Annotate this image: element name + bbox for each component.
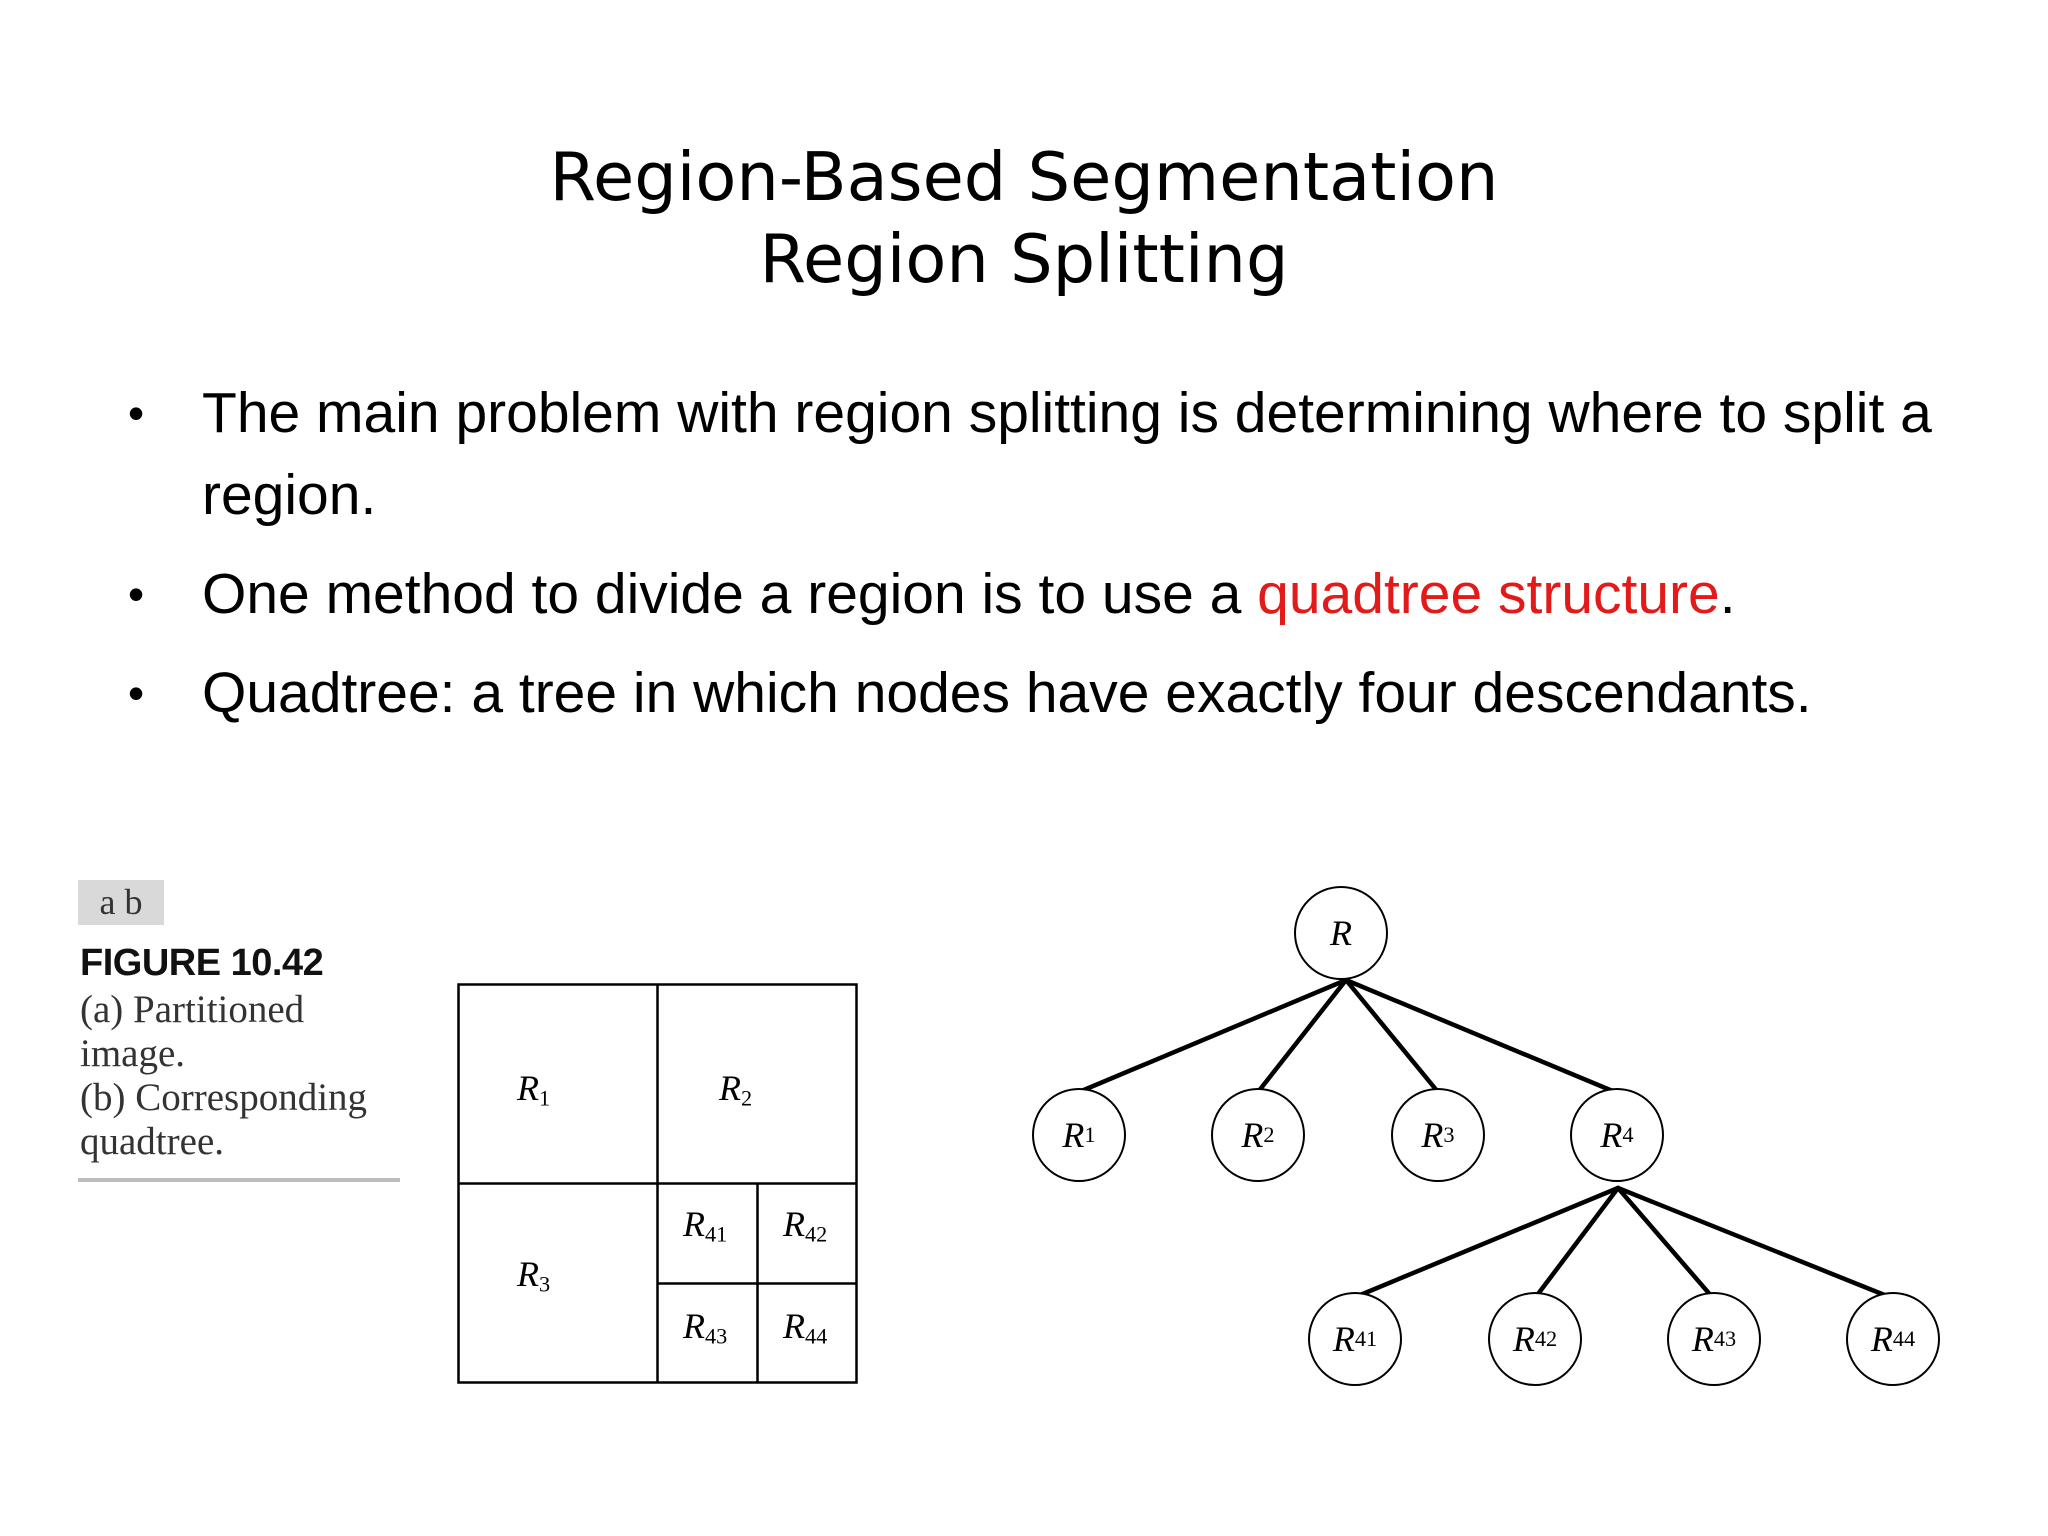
partitioned-image: R1 R2 R3 R41 R42 R43 R44 xyxy=(457,983,858,1384)
region-r1: R1 xyxy=(517,1068,551,1111)
edge-r4-r44 xyxy=(1615,1185,1895,1301)
bullet-text: The main problem with region splitting i… xyxy=(202,381,1932,527)
edge-r-r3 xyxy=(1343,977,1441,1095)
bullet-dot: • xyxy=(128,667,145,719)
bullet-item-3: • Quadtree: a tree in which nodes have e… xyxy=(114,652,2014,734)
quadtree-edges xyxy=(1076,977,1895,1301)
bullet-dot: • xyxy=(128,387,145,439)
highlight-text: quadtree structure xyxy=(1257,562,1720,626)
region-r41: R41 xyxy=(683,1204,728,1247)
caption-rule xyxy=(78,1178,400,1182)
edge-r-r1 xyxy=(1076,977,1349,1095)
caption-b: (b) Corresponding quadtree. xyxy=(80,1076,368,1163)
bullet-list: • The main problem with region splitting… xyxy=(114,372,2014,751)
edge-r4-r42 xyxy=(1532,1185,1621,1301)
figure-label: FIGURE 10.42 xyxy=(80,942,324,984)
edge-r-r4 xyxy=(1343,977,1618,1095)
bullet-text-end: . xyxy=(1719,562,1736,626)
edge-r-r2 xyxy=(1255,977,1349,1095)
region-r3: R3 xyxy=(517,1254,551,1297)
bullet-dot: • xyxy=(128,568,145,620)
caption-a: (a) Partitioned image. xyxy=(80,988,305,1075)
slide-title: Region-Based Segmentation Region Splitti… xyxy=(0,136,2048,300)
figure-panel-tag: a b xyxy=(78,880,164,925)
edge-r4-r43 xyxy=(1615,1185,1716,1301)
bullet-item-2: • One method to divide a region is to us… xyxy=(114,553,2014,635)
title-line-2: Region Splitting xyxy=(759,220,1289,298)
edge-r4-r41 xyxy=(1350,1185,1621,1301)
region-r2: R2 xyxy=(719,1068,753,1111)
bullet-text: Quadtree: a tree in which nodes have exa… xyxy=(202,661,1812,725)
partition-grid xyxy=(457,983,858,1384)
tree-node-root: R xyxy=(1294,886,1388,980)
title-line-1: Region-Based Segmentation xyxy=(549,138,1499,216)
bullet-text: One method to divide a region is to use … xyxy=(202,562,1258,626)
figure-caption: (a) Partitioned image. (b) Corresponding… xyxy=(80,988,410,1164)
region-r43: R43 xyxy=(683,1306,728,1349)
region-r42: R42 xyxy=(783,1204,828,1247)
bullet-item-1: • The main problem with region splitting… xyxy=(114,372,2014,536)
region-r44: R44 xyxy=(783,1306,828,1349)
